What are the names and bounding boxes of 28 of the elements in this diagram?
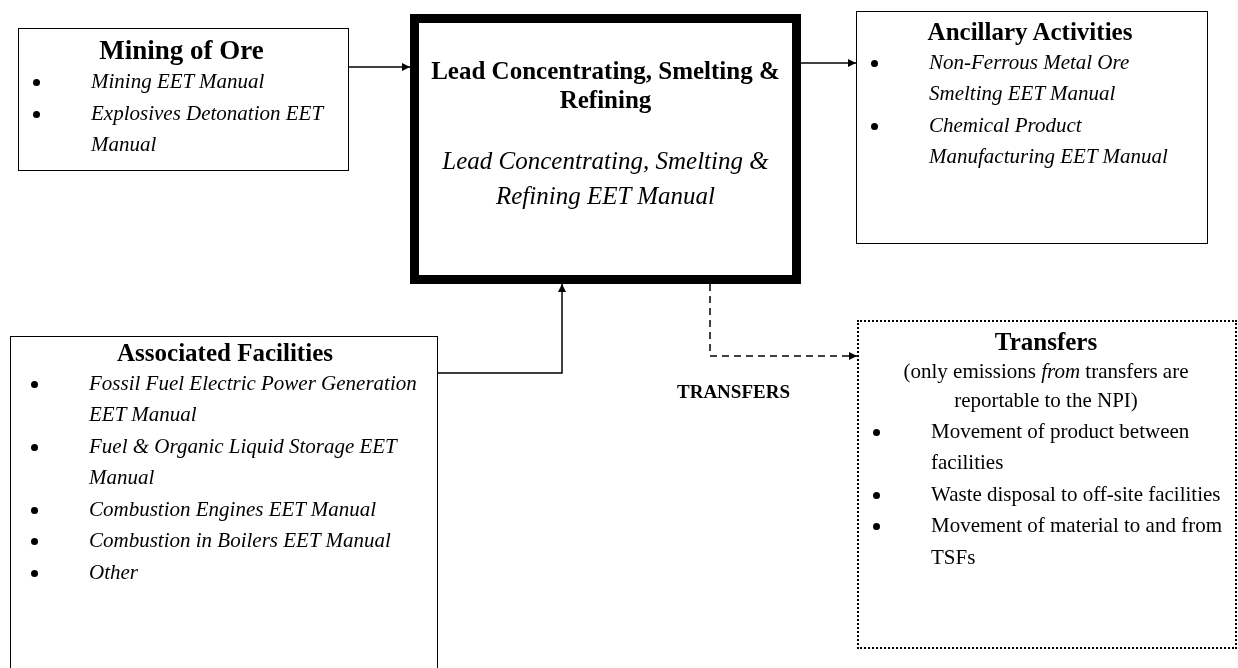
list-item: Other [19,556,431,589]
arrow [709,283,858,360]
list-item: Explosives Detonation EET Manual [21,97,342,161]
list-item: Fuel & Organic Liquid Storage EET Manual [19,430,431,494]
node-body: Lead Concentrating, Smelting & Refining EET Manual [441,145,770,211]
process-box [10,336,438,668]
arrow [437,283,566,374]
node-heading: Lead Concentrating, Smelting & Refining [430,57,781,115]
process-box [857,320,1237,649]
process-box [18,28,349,171]
list-item: Waste disposal to off-site facilities [861,478,1231,511]
arrow [348,63,411,71]
process-box [856,11,1208,244]
list-item: Combustion Engines EET Manual [19,493,431,526]
list-item: Fossil Fuel Electric Power Generation EET Manual [19,367,431,431]
note-text: (only emissions from transfers are reportable to the NPI) [902,357,1190,415]
arrow [800,59,857,67]
list-item: Movement of product between facilities [861,415,1231,479]
node-heading: Ancillary Activities [926,18,1134,47]
list-item: Combustion in Boilers EET Manual [19,525,431,557]
node-heading: Mining of Ore [98,35,265,67]
list-item: Non-Ferrous Metal Ore Smelting EET Manual [859,46,1201,110]
process-box [410,14,801,284]
list-item: Movement of material to and from TSFs [861,510,1231,574]
node-heading: Transfers [993,328,1099,357]
list-item: Chemical Product Manufacturing EET Manual [859,109,1201,173]
node-heading: Associated Facilities [116,339,334,368]
list-item: Mining EET Manual [21,66,342,98]
